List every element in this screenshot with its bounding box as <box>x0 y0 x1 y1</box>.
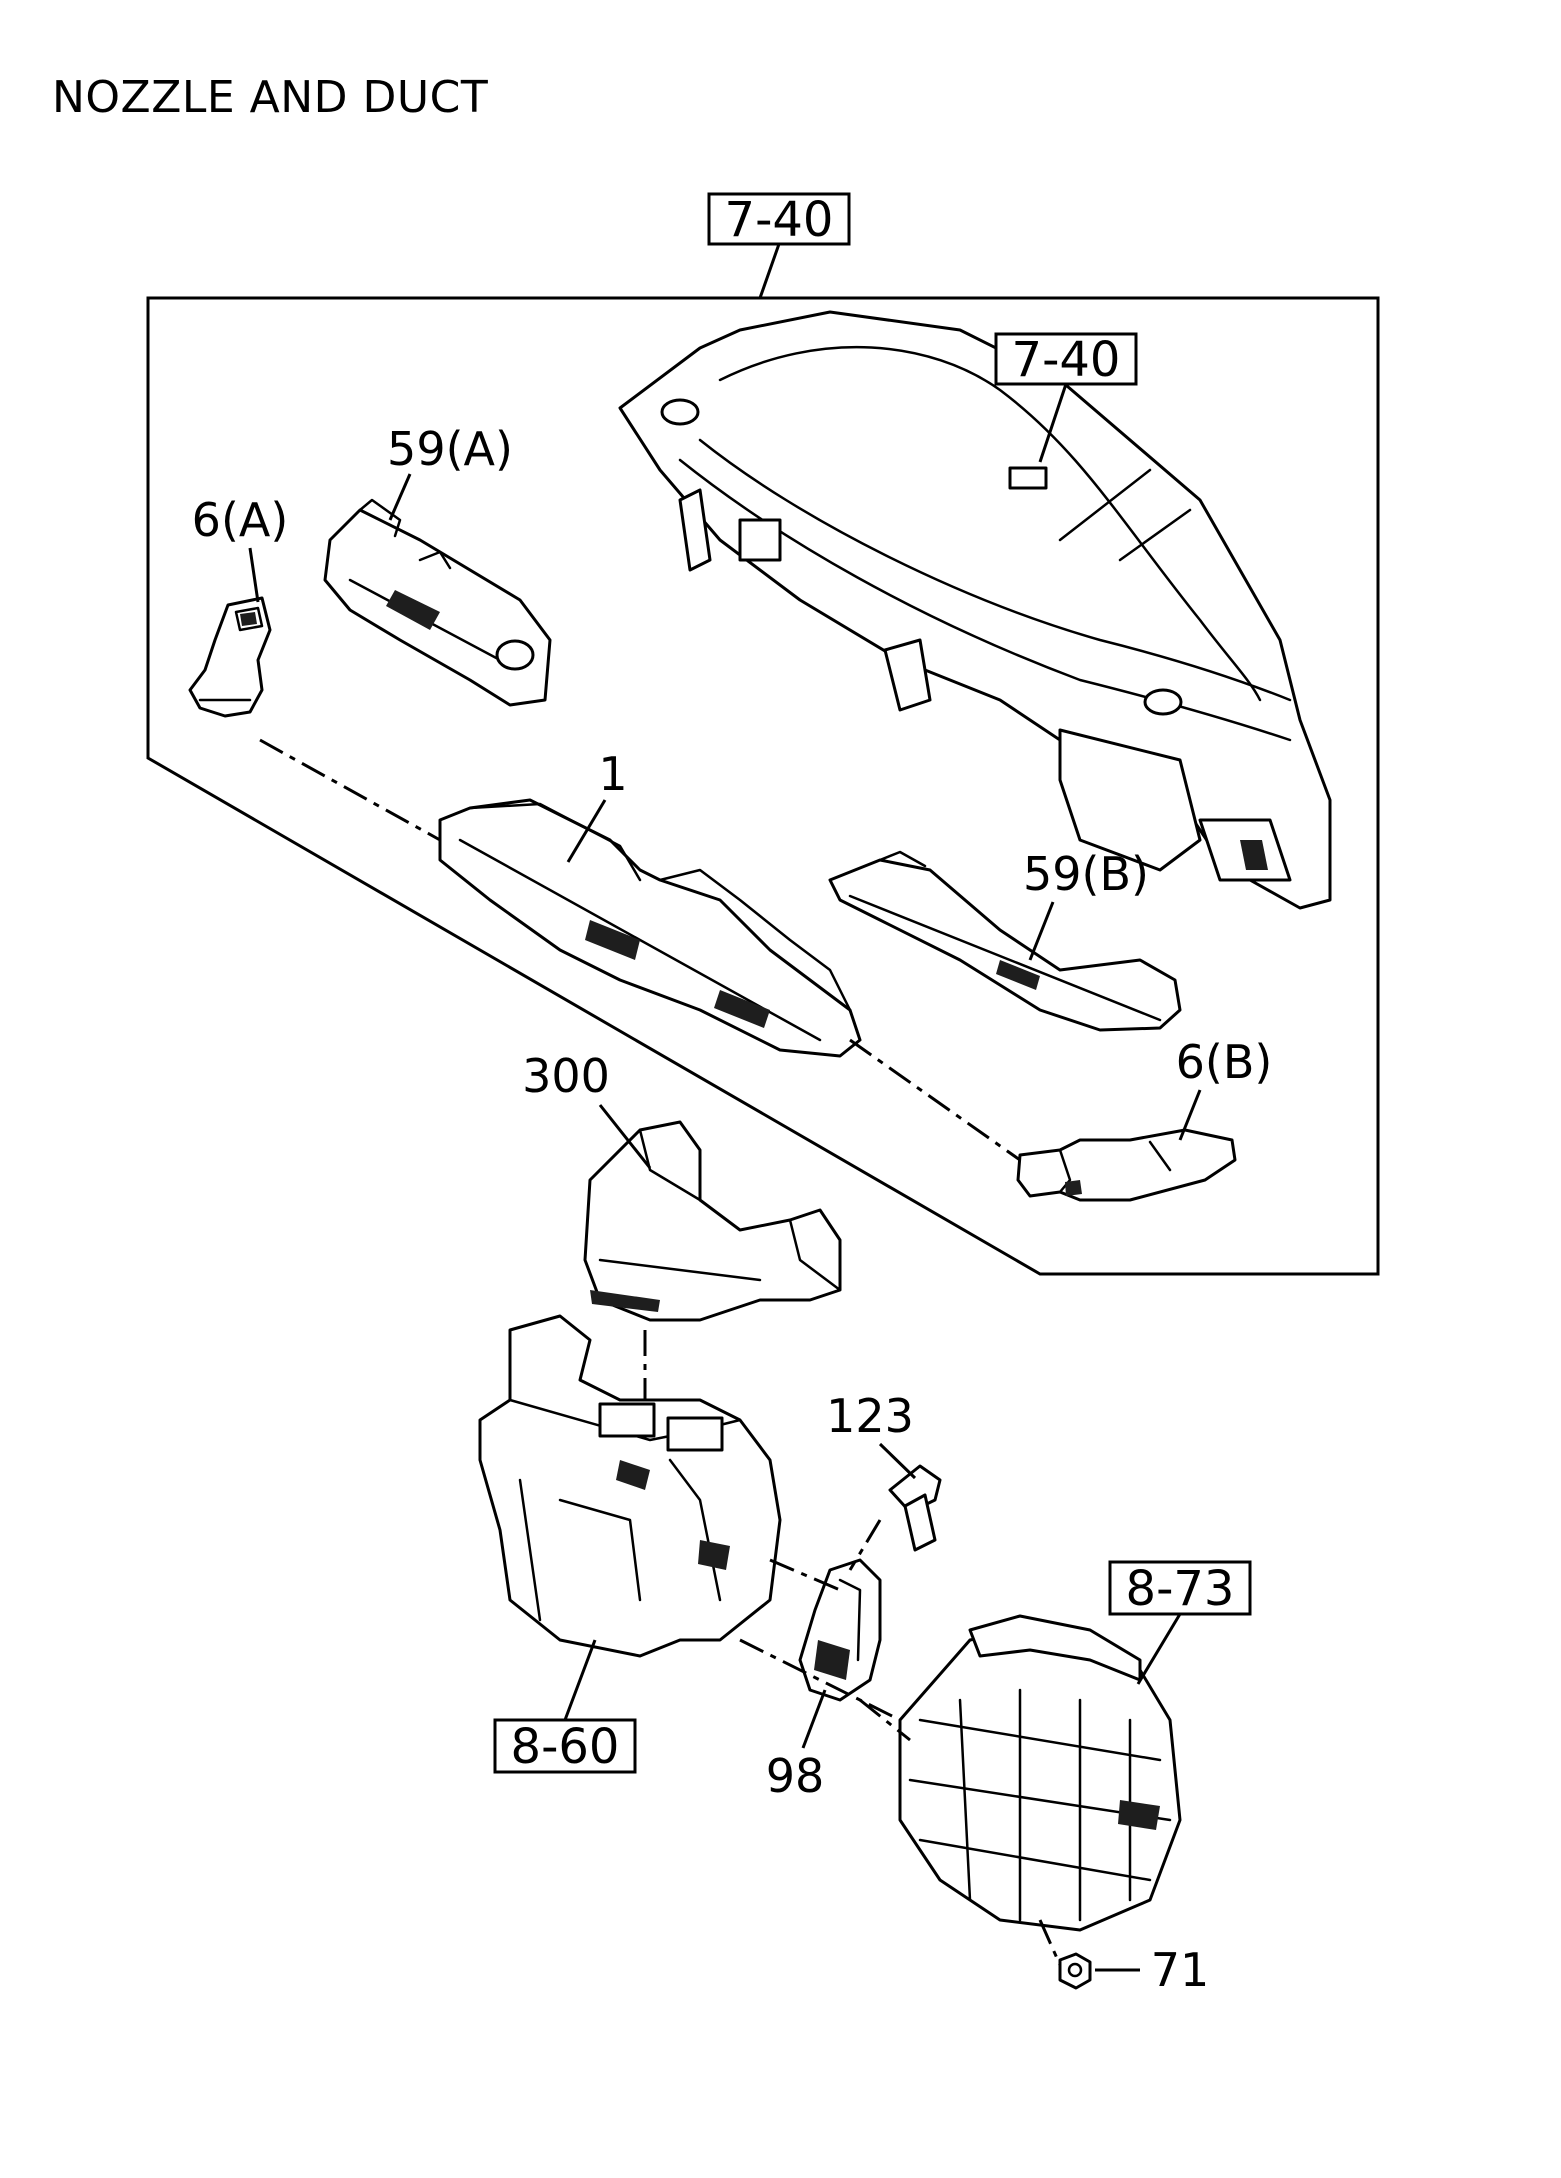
ref-heater-leader <box>563 1639 597 1721</box>
callout-300[interactable]: 300 <box>522 1049 610 1103</box>
ref-panel-leader <box>1038 383 1068 463</box>
callout-71[interactable]: 71 <box>1151 1943 1210 1997</box>
assembly-line-bracket-to-blower <box>859 1698 911 1742</box>
leader-300 <box>598 1104 652 1169</box>
ref-box-blower[interactable]: 8-73 <box>1108 1560 1252 1617</box>
ref-box-panel-label: 7-40 <box>1012 332 1121 388</box>
callout-59a[interactable]: 59(A) <box>387 422 513 476</box>
instrument-panel[interactable] <box>618 310 1332 910</box>
blower-unit[interactable] <box>898 1614 1182 1932</box>
assembly-line-blower-to-nut <box>1038 1919 1062 1966</box>
callout-98[interactable]: 98 <box>766 1749 825 1803</box>
assembly-line-1-to-6b <box>849 1038 1021 1162</box>
heater-unit[interactable] <box>478 1314 782 1658</box>
nozzle-6a[interactable] <box>188 596 272 718</box>
leader-98 <box>801 1689 827 1749</box>
duct-300[interactable] <box>583 1120 842 1322</box>
callout-6b[interactable]: 6(B) <box>1176 1035 1273 1089</box>
leader-1 <box>566 799 607 863</box>
assembly-line-6a-to-1 <box>259 738 441 842</box>
leader-6b <box>1178 1089 1202 1141</box>
page-title: NOZZLE AND DUCT <box>52 72 489 123</box>
ref-box-heater[interactable]: 8-60 <box>493 1718 637 1775</box>
nozzle-6b[interactable] <box>1016 1128 1237 1202</box>
bolt-123[interactable] <box>888 1464 942 1552</box>
callout-1[interactable]: 1 <box>598 747 627 801</box>
ref-box-top[interactable]: 7-40 <box>707 192 851 248</box>
bracket-98[interactable] <box>798 1558 882 1702</box>
assembly-outline <box>146 296 1380 1276</box>
assembly-line-bolt-to-bracket <box>848 1519 882 1571</box>
ref-box-top-label: 7-40 <box>725 192 834 248</box>
nut-71[interactable] <box>1058 1952 1092 1990</box>
callout-59b[interactable]: 59(B) <box>1023 847 1149 901</box>
callout-123[interactable]: 123 <box>826 1389 914 1443</box>
leader-59b <box>1028 901 1055 961</box>
duct-1[interactable] <box>438 798 862 1058</box>
ref-blower-leader <box>1136 1613 1182 1685</box>
duct-59a[interactable] <box>323 498 552 707</box>
ref-top-leader <box>758 243 781 299</box>
assembly-line-heater-to-bracket <box>769 1558 841 1592</box>
duct-59b[interactable] <box>828 850 1182 1032</box>
ref-box-blower-label: 8-73 <box>1126 1561 1235 1617</box>
assembly-line-heater-to-blower <box>739 1638 901 1722</box>
callout-6a[interactable]: 6(A) <box>192 493 289 547</box>
leader-59a <box>388 473 412 521</box>
leader-123 <box>878 1442 917 1480</box>
ref-box-panel[interactable]: 7-40 <box>994 332 1138 388</box>
ref-box-heater-label: 8-60 <box>511 1719 620 1775</box>
leader-6a <box>248 547 260 603</box>
